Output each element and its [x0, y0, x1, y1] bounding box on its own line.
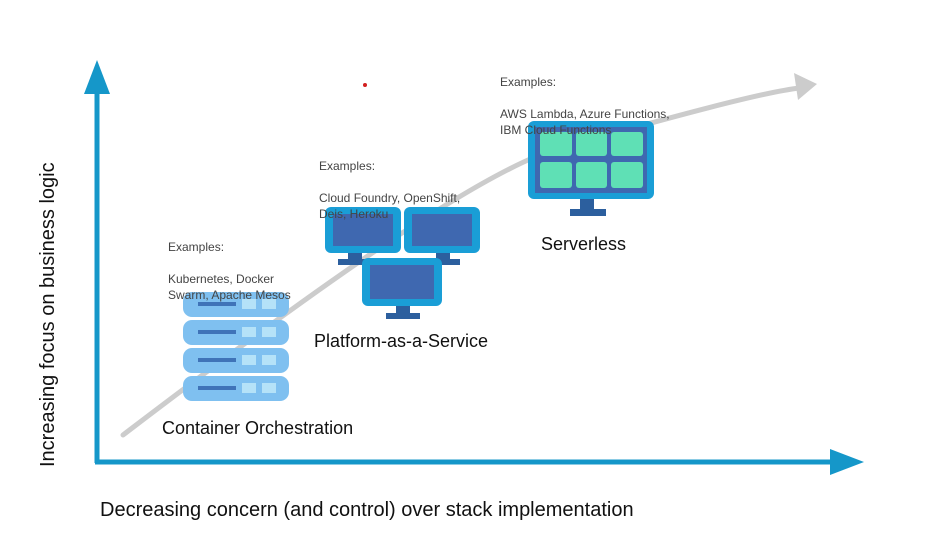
examples-list: Cloud Foundry, OpenShift, Deis, Heroku: [319, 191, 461, 221]
x-axis-label: Decreasing concern (and control) over st…: [100, 499, 634, 521]
server-unit: [183, 320, 289, 345]
examples-heading: Examples:: [500, 75, 557, 89]
server-unit: [183, 292, 289, 317]
function-grid-monitor-icon: [528, 121, 654, 216]
x-axis-arrowhead: [830, 449, 864, 475]
red-dot: [363, 83, 367, 87]
paas-label: Platform-as-a-Service: [314, 331, 489, 351]
examples-list: AWS Lambda, Azure Functions, IBM Cloud F…: [500, 107, 670, 137]
container-orchestration-examples: Examples: Kubernetes, Docker Swarm, Apac…: [168, 223, 291, 319]
examples-heading: Examples:: [319, 159, 376, 173]
monitor-left: [325, 207, 401, 265]
monitor-stand: [580, 196, 594, 210]
trend-arrowhead: [794, 73, 817, 100]
examples-list: Kubernetes, Docker Swarm, Apache Mesos: [168, 272, 291, 302]
monitor-right: [404, 207, 480, 265]
function-tiles: [540, 132, 643, 188]
monitors-icon: [325, 207, 480, 319]
axes: [84, 60, 864, 475]
server-unit: [183, 348, 289, 373]
serverless-label: Serverless: [541, 234, 627, 254]
monitor-base: [570, 209, 606, 216]
monitor-front: [362, 258, 442, 319]
y-axis-label: Increasing focus on business logic: [37, 162, 59, 467]
server-unit: [183, 376, 289, 401]
y-axis-arrowhead: [84, 60, 110, 94]
examples-heading: Examples:: [168, 240, 225, 254]
server-rack-icon: [183, 292, 289, 401]
paas-examples: Examples: Cloud Foundry, OpenShift, Deis…: [319, 142, 460, 238]
serverless-examples: Examples: AWS Lambda, Azure Functions, I…: [500, 58, 670, 154]
container-orchestration-label: Container Orchestration: [162, 418, 354, 438]
